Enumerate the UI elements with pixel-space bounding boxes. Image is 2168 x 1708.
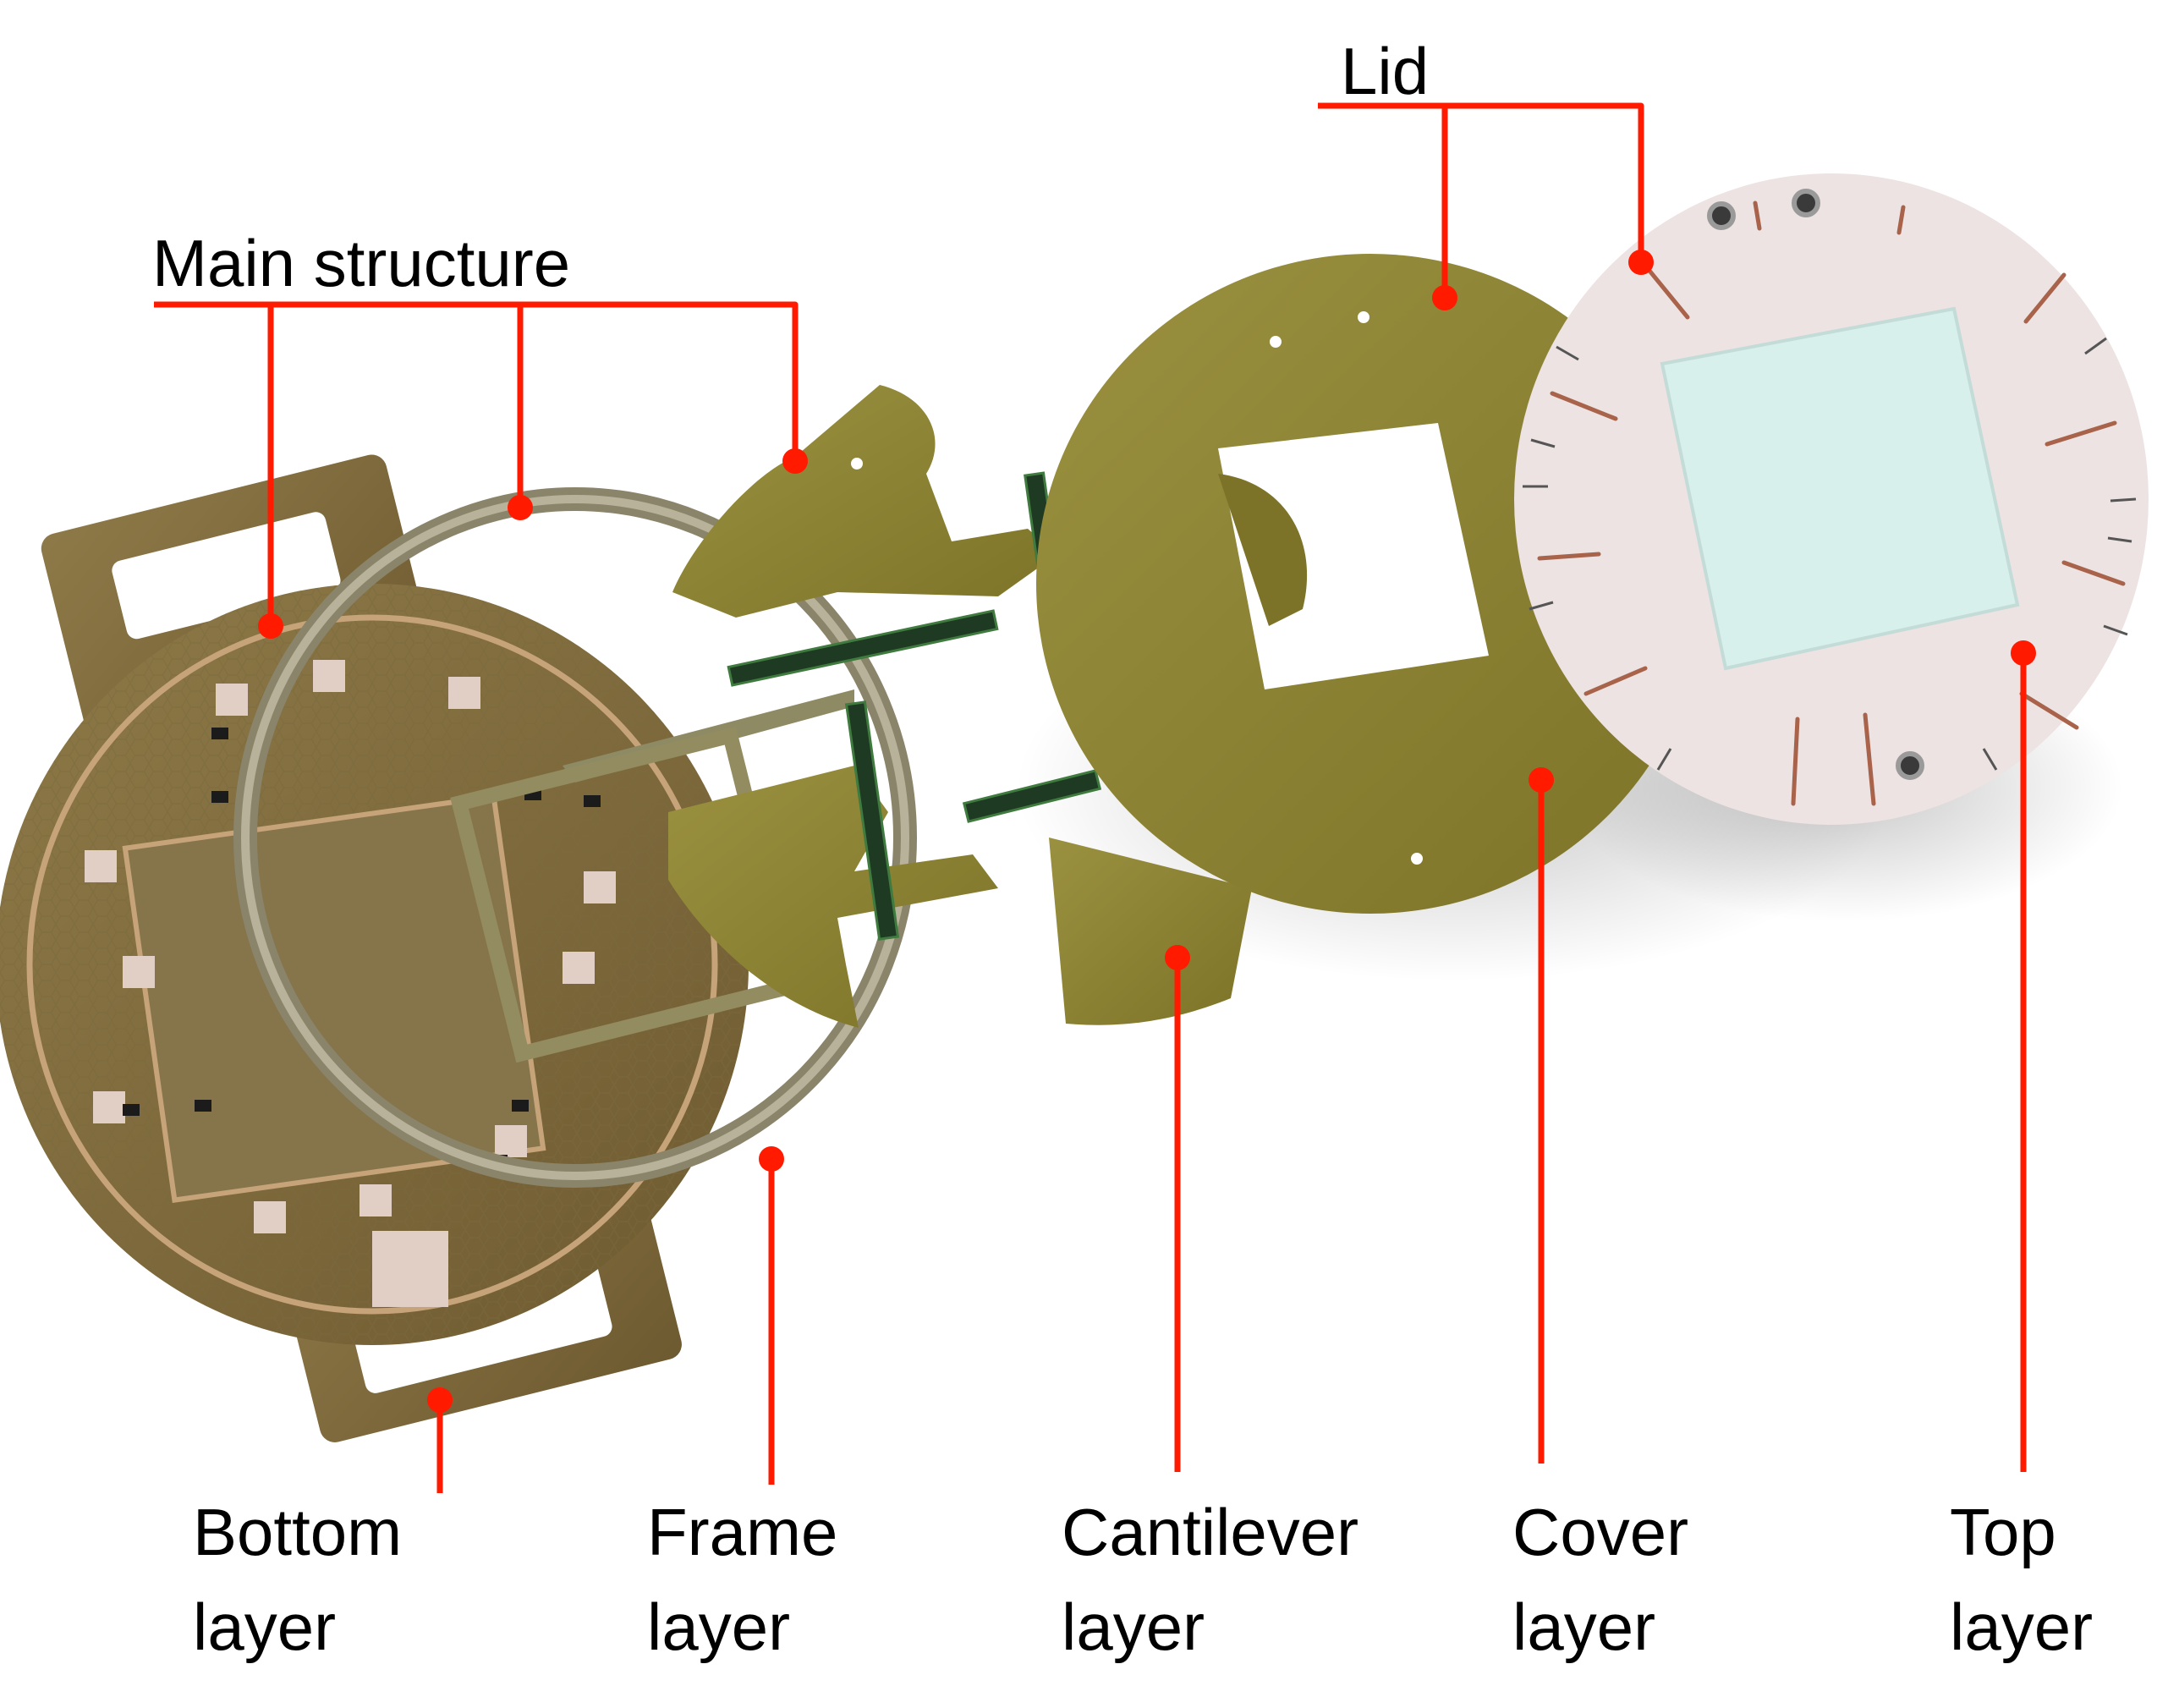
leader-dots [258,250,2036,1413]
cover-hole-1 [1270,336,1282,348]
top-layer-label: Top layer [1950,1485,2093,1674]
cover-layer-label-line1: Cover [1512,1495,1689,1569]
cover-layer-label: Cover layer [1512,1485,1688,1674]
top-scale-ticks [1537,200,2126,806]
frame-layer-label-line1: Frame [647,1495,838,1569]
cover-hole-2 [1358,311,1369,323]
bottom-layer-label-line1: Bottom [193,1495,403,1569]
cantilever-layer [668,385,1252,1028]
top-layer [1514,173,2149,825]
bottom-copper-ring [26,614,718,1315]
cantilever-upper-arm [672,385,1057,618]
leader-lines [154,102,2027,1493]
cantilever-lower-arm [668,766,998,1028]
cantilever-layer-label-line1: Cantilever [1062,1495,1359,1569]
bottom-layer-label-line2: layer [193,1590,337,1664]
top-screws [1707,189,1924,780]
main-structure-leader [154,301,799,626]
bottom-layer-label: Bottom layer [193,1485,402,1674]
bottom-layer-board [0,454,749,1442]
lid-label: Lid [1341,34,1430,108]
top-minor-ticks [1523,337,2137,771]
top-layer-label-line2: layer [1950,1590,2094,1664]
lid-leader [1318,102,1644,298]
cover-layer-label-line2: layer [1512,1590,1656,1664]
cantilever-layer-label: Cantilever layer [1062,1485,1358,1674]
cantilever-tail [1049,838,1252,1025]
main-structure-label: Main structure [152,226,571,300]
top-glass-window [1660,306,2020,671]
frame-layer-label: Frame layer [647,1485,837,1674]
cover-hole-3 [1411,853,1423,865]
cantilever-layer-label-line2: layer [1062,1590,1205,1664]
cantilever-hole [851,458,863,470]
bottom-center-pad [122,794,546,1203]
bottom-copper-pads [85,660,616,1307]
frame-layer-ring [233,487,917,1188]
top-layer-label-line1: Top [1950,1495,2056,1569]
cover-window-inner-shadow [1218,474,1308,626]
frame-layer-label-line2: layer [647,1590,791,1664]
bottom-top-tab-slot [112,512,341,640]
cover-square-window [1218,423,1489,689]
